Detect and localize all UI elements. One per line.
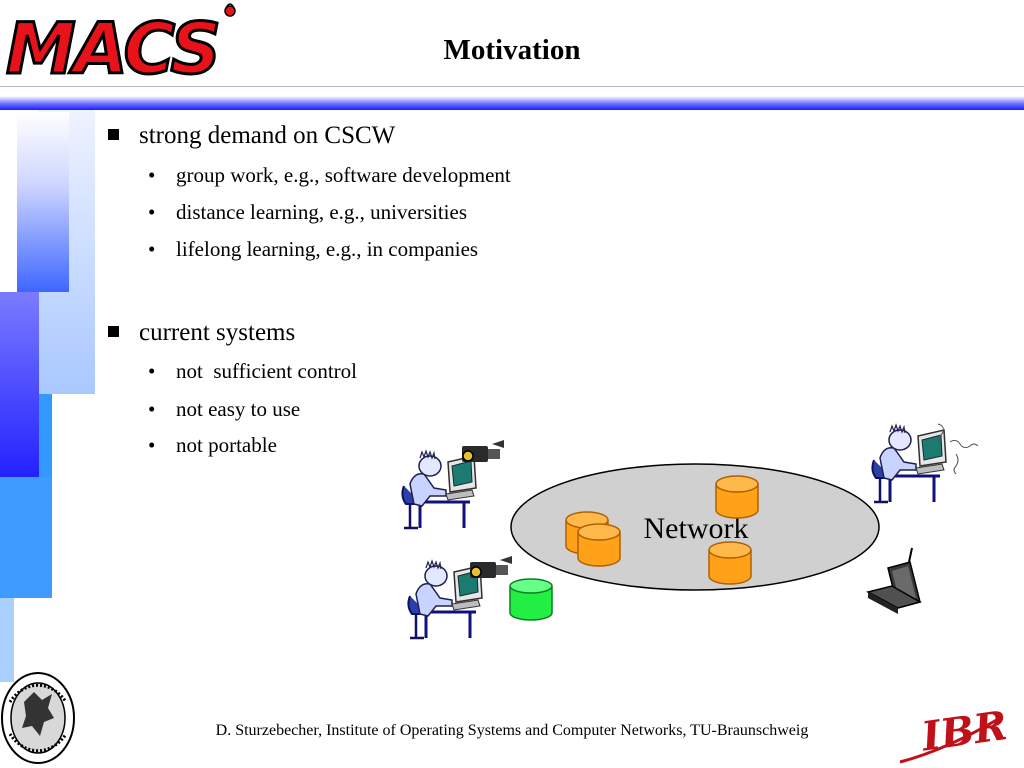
svg-text:IBR: IBR xyxy=(918,702,1006,761)
ibr-logo: IBR xyxy=(899,702,1006,764)
svg-text:MACS: MACS xyxy=(6,8,219,84)
list-item: •not sufficient control xyxy=(148,359,357,383)
university-seal-logo xyxy=(1,672,75,764)
laptop-icon xyxy=(865,547,922,614)
list-item: •not easy to use xyxy=(148,397,301,421)
header-rule xyxy=(0,86,1024,87)
bullet-dot-icon: • xyxy=(148,433,156,457)
network-diagram: Network xyxy=(400,423,979,640)
decor-block-low xyxy=(0,477,52,598)
thought-squiggle-icon xyxy=(937,423,979,475)
header-gradient-bar xyxy=(0,96,1024,110)
bullet-dot-icon: • xyxy=(148,359,156,383)
decor-block-top xyxy=(17,112,69,292)
database-icon xyxy=(577,523,621,567)
square-bullet-icon xyxy=(108,129,119,140)
camera-icon xyxy=(461,439,505,463)
bullet-dot-icon: • xyxy=(148,200,156,224)
list-item: •group work, e.g., software development xyxy=(148,163,511,187)
bullet-dot-icon: • xyxy=(148,237,156,261)
list-item: •not portable xyxy=(148,433,277,457)
database-icon xyxy=(715,475,759,519)
macs-logo: MACS xyxy=(5,3,236,84)
list-item: •distance learning, e.g., universities xyxy=(148,200,467,224)
database-icon xyxy=(708,541,752,585)
square-bullet-icon xyxy=(108,326,119,337)
footer-credit: D. Sturzebecher, Institute of Operating … xyxy=(215,722,809,739)
decor-block-mid-right xyxy=(39,394,52,477)
decor-block-bottom xyxy=(0,598,14,682)
bullet-dot-icon: • xyxy=(148,397,156,421)
camera-icon xyxy=(469,555,513,579)
decor-block-mid xyxy=(0,292,39,477)
user-workstation-icon xyxy=(870,423,948,504)
bullet-dot-icon: • xyxy=(148,163,156,187)
section-heading-demand: strong demand on CSCW xyxy=(108,122,395,150)
list-item: •lifelong learning, e.g., in companies xyxy=(148,237,479,261)
section-heading-current-systems: current systems xyxy=(108,319,295,347)
local-database-icon xyxy=(509,578,553,621)
user-workstation-icon xyxy=(400,449,478,530)
page-title: Motivation xyxy=(443,34,581,66)
